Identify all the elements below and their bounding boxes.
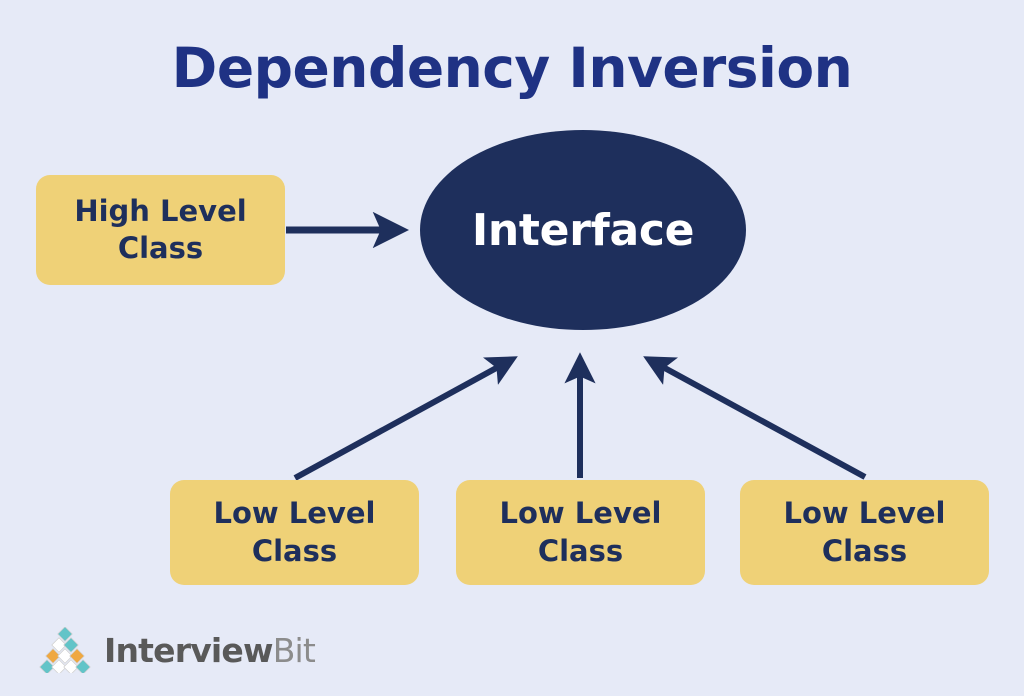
node-high-level-class-label: High Level Class — [74, 193, 247, 265]
node-low-level-class-2[interactable]: Low Level Class — [456, 480, 705, 585]
arrow-low-level-3-to-interface — [643, 356, 867, 480]
node-low-level-class-2-label: Low Level Class — [499, 496, 662, 568]
node-low-level-class-1-label: Low Level Class — [213, 496, 376, 568]
node-interface-label: Interface — [471, 204, 695, 256]
node-low-level-class-3[interactable]: Low Level Class — [740, 480, 989, 585]
logo-text-secondary: Bit — [272, 630, 316, 670]
node-low-level-class-1[interactable]: Low Level Class — [170, 480, 419, 585]
logo-text-primary: Interview — [104, 630, 274, 670]
node-low-level-class-3-label: Low Level Class — [783, 496, 946, 568]
arrow-low-level-1-to-interface — [293, 356, 518, 481]
page-title: Dependency Inversion — [171, 36, 853, 100]
node-high-level-class[interactable]: High Level Class — [36, 175, 285, 285]
interviewbit-pyramid-icon — [39, 627, 91, 673]
node-interface[interactable]: Interface — [420, 130, 746, 330]
